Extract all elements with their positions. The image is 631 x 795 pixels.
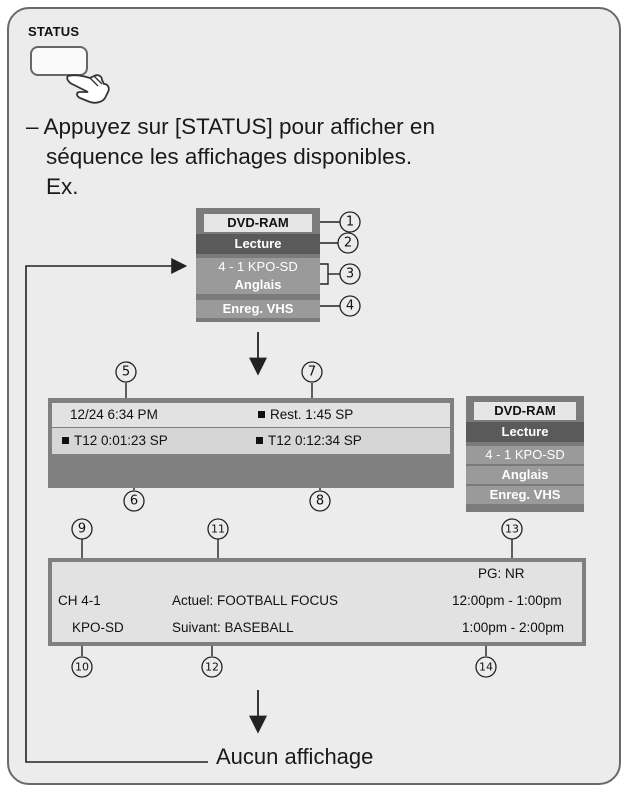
screen1-channel: 4 - 1 KPO-SD <box>196 258 320 276</box>
callout-4: 4 <box>346 299 354 314</box>
status-screen-1: DVD-RAM Lecture 4 - 1 KPO-SD Anglais Enr… <box>196 208 320 322</box>
status-button-label: STATUS <box>28 24 80 39</box>
screen2-datetime: 12/24 6:34 PM <box>70 407 158 422</box>
status-screen-3: DVD-RAM Lecture 4 - 1 KPO-SD Anglais Enr… <box>466 396 584 512</box>
screen3-channel: 4 - 1 KPO-SD <box>466 446 584 464</box>
screen4-current: Actuel: FOOTBALL FOCUS <box>172 593 339 608</box>
screen2-remain: Rest. 1:45 SP <box>258 407 353 422</box>
screen4-time-current: 12:00pm - 1:00pm <box>452 593 562 608</box>
callout-8: 8 <box>316 494 324 509</box>
callout-12: 12 <box>205 661 219 674</box>
screen4-station: KPO-SD <box>72 620 124 635</box>
callout-9: 9 <box>78 522 86 537</box>
callout-7: 7 <box>308 365 316 380</box>
callout-14: 14 <box>479 661 493 674</box>
callout-11: 11 <box>211 523 225 536</box>
screen3-media: DVD-RAM <box>474 402 576 420</box>
instruction-text: – Appuyez sur [STATUS] pour afficher en … <box>26 112 435 202</box>
square-icon <box>62 437 69 444</box>
screen1-audio: Anglais <box>196 276 320 294</box>
hand-pointer-icon <box>66 74 110 104</box>
screen2-title-left: T12 0:01:23 SP <box>62 433 168 448</box>
screen2-title-right: T12 0:12:34 SP <box>256 433 362 448</box>
screen2-remain-text: Rest. 1:45 SP <box>270 407 354 422</box>
callout-5: 5 <box>122 365 130 380</box>
screen4-next: Suivant: BASEBALL <box>172 620 294 635</box>
instruction-line-1: – Appuyez sur [STATUS] pour afficher en <box>26 114 435 139</box>
callout-3: 3 <box>346 267 354 282</box>
screen4-body <box>52 562 582 642</box>
callout-1: 1 <box>346 215 354 230</box>
screen3-audio: Anglais <box>466 466 584 484</box>
screen1-media: DVD-RAM <box>204 214 312 232</box>
loop-line <box>25 258 208 763</box>
square-icon <box>256 437 263 444</box>
screen2-title-right-text: T12 0:12:34 SP <box>268 433 362 448</box>
status-button[interactable] <box>30 46 88 76</box>
instruction-line-2: séquence les affichages disponibles. <box>46 144 413 169</box>
screen2-middle-bar <box>52 428 450 454</box>
screen3-rec: Enreg. VHS <box>466 486 584 504</box>
callout-13: 13 <box>505 523 519 536</box>
status-screen-2: 12/24 6:34 PM Rest. 1:45 SP T12 0:01:23 … <box>48 398 454 488</box>
screen4-rating: PG: NR <box>478 566 525 581</box>
screen3-mode: Lecture <box>466 422 584 442</box>
status-screen-4: PG: NR CH 4-1 Actuel: FOOTBALL FOCUS 12:… <box>48 558 586 646</box>
screen2-title-left-text: T12 0:01:23 SP <box>74 433 168 448</box>
screen2-top-bar <box>52 403 450 427</box>
screen1-rec: Enreg. VHS <box>196 300 320 318</box>
callout-10: 10 <box>75 661 89 674</box>
instruction-line-3: Ex. <box>46 174 79 199</box>
screen4-time-next: 1:00pm - 2:00pm <box>462 620 565 635</box>
no-display-label: Aucun affichage <box>216 744 374 769</box>
screen1-mode: Lecture <box>196 234 320 254</box>
callout-6: 6 <box>130 494 138 509</box>
screen4-channel: CH 4-1 <box>58 593 101 608</box>
callout-2: 2 <box>344 236 352 251</box>
square-icon <box>258 411 265 418</box>
